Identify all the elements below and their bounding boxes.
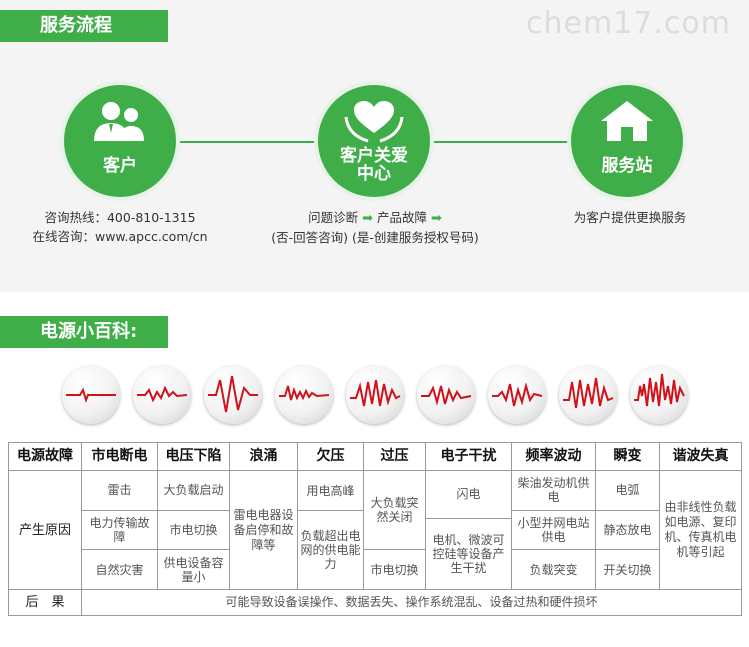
users-icon	[64, 99, 176, 143]
table-header-row: 电源故障 市电断电 电压下陷 浪涌 欠压 过压 电子干扰 频率波动 瞬变 谐波失…	[8, 442, 742, 471]
waveform-frequency-icon	[488, 366, 546, 424]
encyclopedia-title: 电源小百科:	[0, 316, 168, 348]
online-consult-text: 在线咨询：www.apcc.com/cn	[32, 229, 208, 244]
table-cell: 用电高峰 负载超出电网的供电能力	[297, 470, 364, 590]
table-header: 浪涌	[229, 442, 298, 471]
cause-row: 产生原因 雷击 电力传输故障 自然灾害 大负载启动 市电切换 供电设备容量小 雷…	[8, 470, 742, 590]
table-cell: 大负载启动 市电切换 供电设备容量小	[157, 470, 230, 590]
watermark: chem17.com	[526, 6, 731, 41]
hotline-text: 咨询热线：400-810-1315	[44, 210, 196, 225]
step-care-center: 客户关爱 中心	[318, 85, 430, 197]
step-customer-label: 客户	[103, 156, 137, 176]
step-service-station-label: 服务站	[601, 156, 653, 176]
care-center-info: 问题诊断 ➡ 产品故障 ➡ (否-回答咨询) (是-创建服务授权号码)	[250, 208, 500, 247]
customer-contact-info: 咨询热线：400-810-1315 在线咨询：www.apcc.com/cn	[20, 208, 220, 246]
product-fault-text: 产品故障	[376, 210, 427, 225]
arrow-right-icon: ➡	[362, 211, 373, 226]
table-cell: 由非线性负载如电源、复印机、传真机电机等引起	[659, 470, 742, 590]
result-text: 可能导致设备误操作、数据丢失、操作系统混乱、设备过热和硬件损坏	[81, 589, 742, 616]
table-header: 电压下陷	[157, 442, 230, 471]
step-customer: 客户	[64, 85, 176, 197]
service-process-title: 服务流程	[0, 10, 168, 42]
waveform-overvoltage-icon	[346, 366, 404, 424]
step-service-station: 服务站	[571, 85, 683, 197]
waveform-sag-icon	[133, 366, 191, 424]
result-row-label: 后 果	[8, 589, 82, 616]
table-header: 电子干扰	[425, 442, 512, 471]
heart-hands-icon	[318, 99, 430, 143]
step-care-center-label: 客户关爱 中心	[340, 146, 408, 184]
table-header: 市电断电	[81, 442, 158, 471]
table-cell: 电弧 静态放电 开关切换	[595, 470, 660, 590]
waveform-row	[62, 366, 692, 426]
arrow-right-icon: ➡	[430, 211, 442, 226]
power-issue-table: 电源故障 市电断电 电压下陷 浪涌 欠压 过压 电子干扰 频率波动 瞬变 谐波失…	[8, 442, 742, 616]
waveform-noise-icon	[417, 366, 475, 424]
table-cell: 雷击 电力传输故障 自然灾害	[81, 470, 158, 590]
table-header: 瞬变	[595, 442, 660, 471]
table-header: 谐波失真	[659, 442, 742, 471]
waveform-surge-icon	[204, 366, 262, 424]
table-header: 过压	[363, 442, 426, 471]
diagnosis-text: 问题诊断	[308, 210, 359, 225]
table-header: 欠压	[297, 442, 364, 471]
waveform-transient-icon	[559, 366, 617, 424]
house-icon	[571, 99, 683, 143]
table-cell: 闪电 电机、微波可控硅等设备产生干扰	[425, 470, 512, 590]
station-info: 为客户提供更换服务	[573, 210, 687, 225]
table-cell: 大负载突然关闭 市电切换	[363, 470, 426, 590]
table-header: 电源故障	[8, 442, 82, 471]
cause-row-label: 产生原因	[8, 470, 82, 590]
waveform-outage-icon	[62, 366, 120, 424]
table-header: 频率波动	[511, 442, 596, 471]
table-cell: 雷电电器设备启停和故障等	[229, 470, 298, 590]
table-cell: 柴油发动机供电 小型并网电站供电 负载突变	[511, 470, 596, 590]
result-row: 后 果 可能导致设备误操作、数据丢失、操作系统混乱、设备过热和硬件损坏	[8, 589, 742, 616]
waveform-harmonic-icon	[630, 366, 688, 424]
waveform-undervoltage-icon	[275, 366, 333, 424]
care-note-text: (否-回答咨询) (是-创建服务授权号码)	[271, 230, 479, 245]
